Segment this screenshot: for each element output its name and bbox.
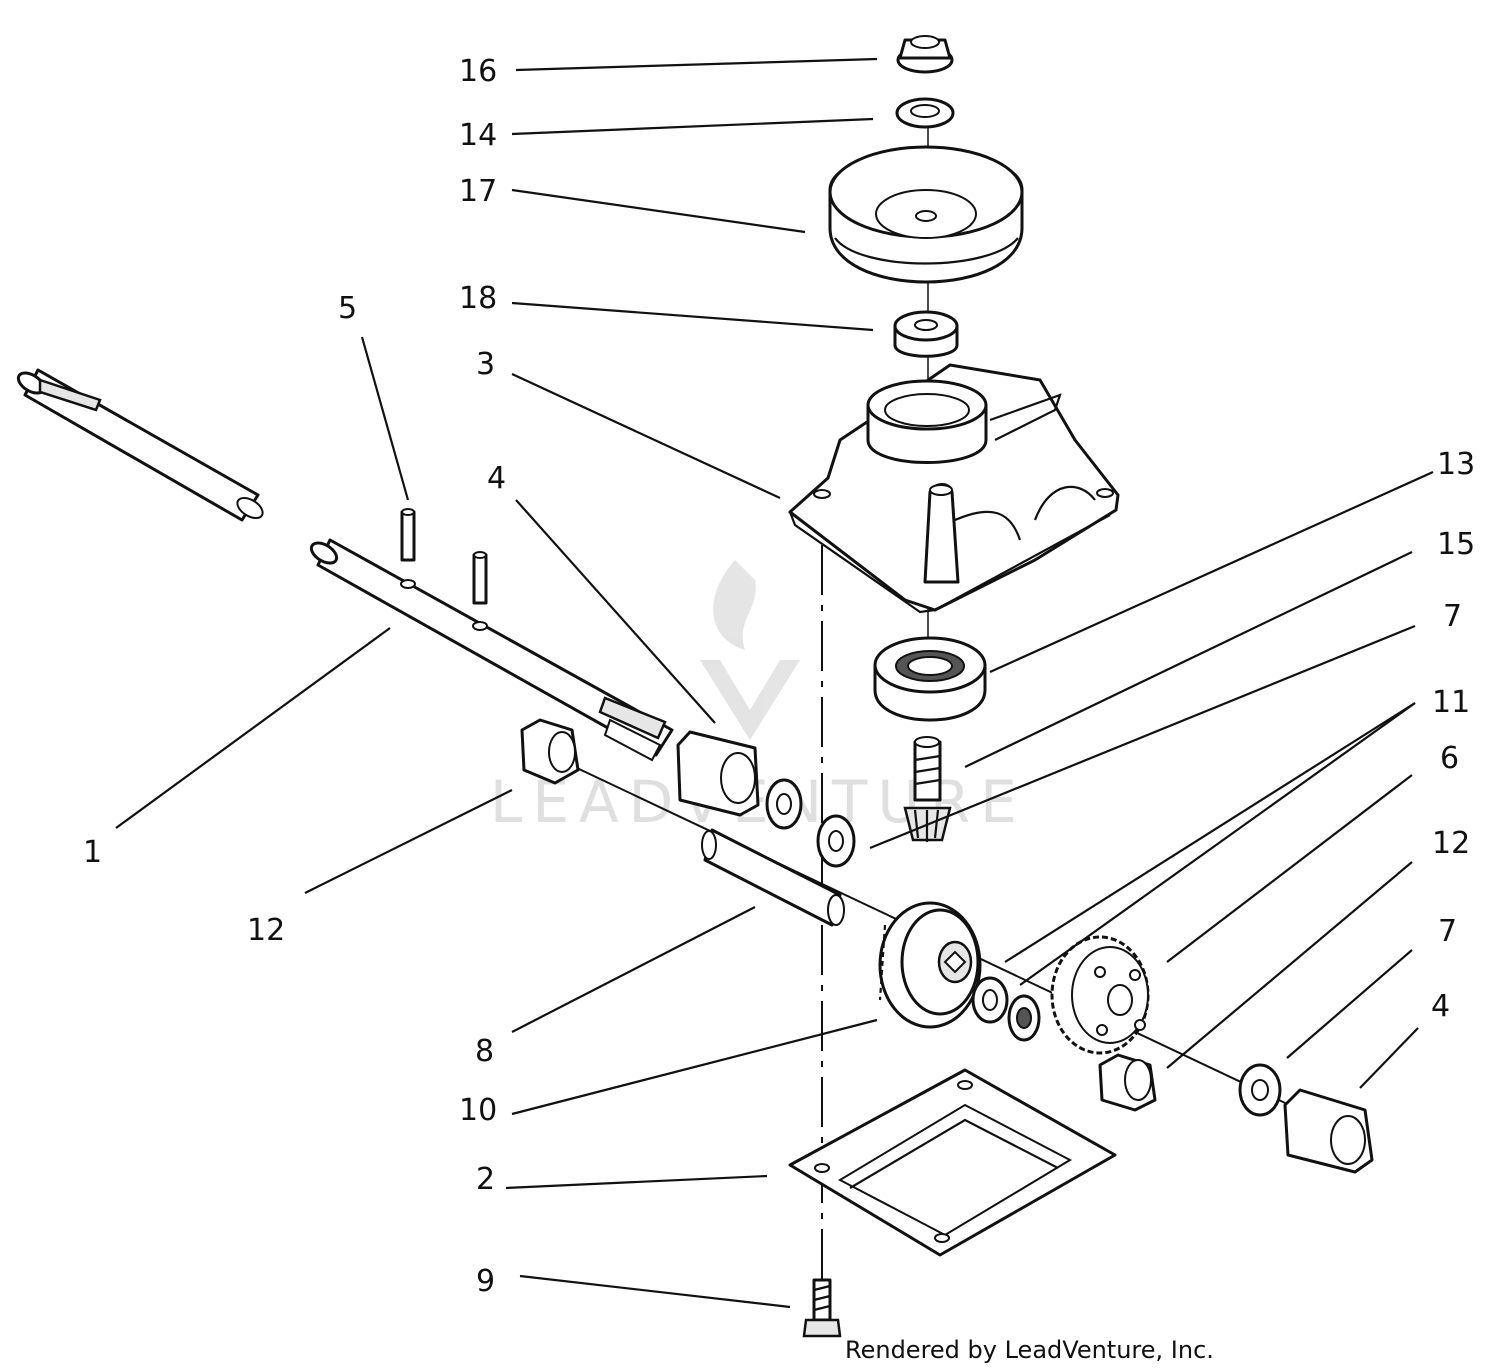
callout-15: 15 — [1437, 527, 1475, 562]
callout-6: 6 — [1440, 741, 1459, 776]
callout-12-left: 12 — [247, 913, 285, 948]
leader-lines — [115, 57, 1434, 1309]
callout-4-lower: 4 — [1431, 989, 1450, 1024]
part-3-gearbox-housing — [788, 363, 1120, 614]
callout-11: 11 — [1432, 685, 1470, 720]
part-4-bushing-right — [1283, 1088, 1374, 1174]
part-12-bushing-right — [1098, 1053, 1157, 1112]
callout-1: 1 — [83, 835, 102, 870]
part-18-spacer — [893, 310, 959, 358]
part-10-bevel-gear — [878, 901, 982, 1029]
callout-17: 17 — [459, 174, 497, 209]
callout-10: 10 — [459, 1093, 497, 1128]
part-8-gear-shaft — [701, 828, 845, 927]
part-16-flange-nut — [896, 35, 954, 74]
callout-12-right: 12 — [1432, 826, 1470, 861]
part-9-bolt — [802, 1278, 842, 1338]
callout-4-upper: 4 — [487, 461, 506, 496]
callout-7-lower: 7 — [1438, 914, 1457, 949]
part-2-cover-plate — [788, 1068, 1117, 1257]
callout-18: 18 — [459, 281, 497, 316]
part-4-bushing-left — [676, 730, 760, 817]
callout-2: 2 — [476, 1162, 495, 1197]
part-7-washer-b — [1238, 1063, 1282, 1117]
part-17-pulley — [828, 145, 1024, 284]
part-15-pinion-shaft — [903, 736, 952, 842]
part-12-bushing-left — [520, 718, 580, 785]
part-6-spur-gear — [1050, 935, 1150, 1055]
part-14-washer — [895, 97, 955, 129]
part-5-roll-pin — [400, 508, 488, 631]
callout-3: 3 — [476, 347, 495, 382]
callout-16: 16 — [459, 54, 497, 89]
part-11-washers — [971, 976, 1041, 1042]
callout-labels: 16 14 17 18 5 3 4 13 15 7 11 6 12 7 4 1 … — [83, 54, 1475, 1299]
callout-8: 8 — [475, 1034, 494, 1069]
part-7-washer-a — [765, 778, 856, 868]
callout-13: 13 — [1437, 447, 1475, 482]
callout-7-upper: 7 — [1443, 599, 1462, 634]
callout-9: 9 — [476, 1264, 495, 1299]
part-1-drive-shaft — [16, 368, 674, 762]
part-13-bearing — [873, 636, 987, 722]
callout-14: 14 — [459, 118, 497, 153]
render-credit: Rendered by LeadVenture, Inc. — [845, 1336, 1214, 1364]
callout-5: 5 — [338, 291, 357, 326]
